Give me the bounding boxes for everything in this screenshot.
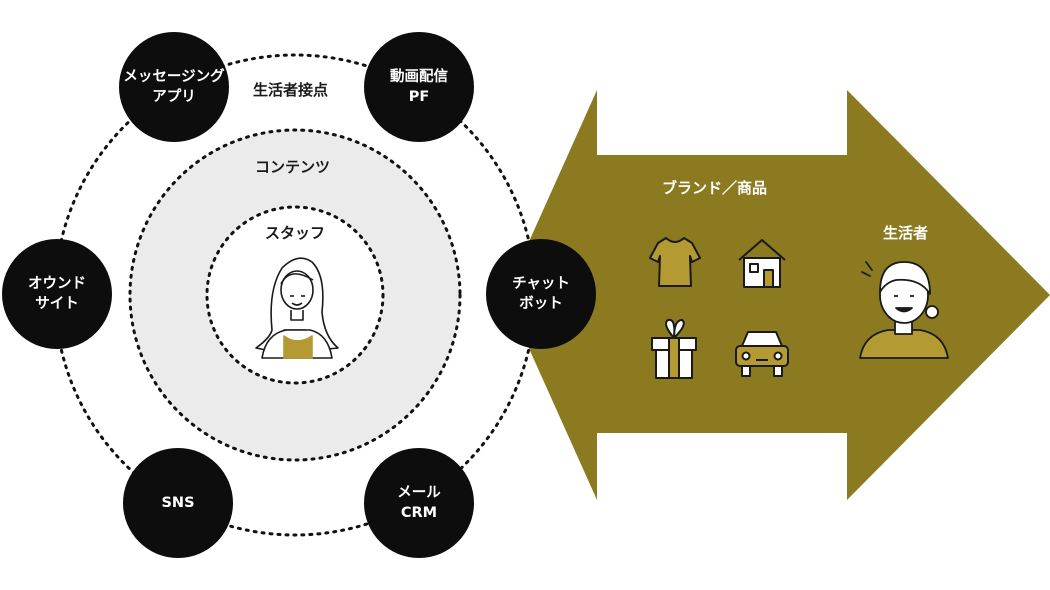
- car-icon: [735, 331, 789, 377]
- node-sns: SNS: [123, 448, 233, 558]
- node-label: SNS: [161, 494, 195, 511]
- node-label: メール: [397, 484, 441, 501]
- contents-label: コンテンツ: [255, 158, 331, 176]
- node-label: チャット: [512, 275, 570, 292]
- consumer-label: 生活者: [883, 224, 929, 242]
- node-owned-site: オウンド サイト: [2, 239, 112, 349]
- brand-arrow: [505, 90, 1050, 500]
- house-icon: [738, 239, 786, 288]
- node-video-pf: 動画配信 PF: [364, 32, 474, 142]
- node-label: PF: [408, 89, 430, 105]
- node-messaging-app: メッセージング アプリ: [119, 32, 229, 142]
- node-label: CRM: [400, 505, 438, 521]
- node-label: 動画配信: [390, 68, 448, 85]
- node-chatbot: チャット ボット: [486, 239, 596, 349]
- staff-label: スタッフ: [265, 224, 326, 242]
- staff-woman-icon: [255, 257, 339, 359]
- node-label: ボット: [519, 296, 563, 312]
- node-label: オウンド: [28, 275, 86, 292]
- node-label: アプリ: [152, 89, 196, 105]
- touchpoints-label: 生活者接点: [253, 81, 329, 99]
- node-mail-crm: メール CRM: [364, 448, 474, 558]
- node-label: サイト: [35, 296, 79, 312]
- node-label: メッセージング: [123, 68, 225, 85]
- tshirt-icon: [649, 237, 701, 287]
- gift-icon: [651, 318, 697, 379]
- consumer-woman-icon: [859, 261, 949, 359]
- brand-label: ブランド／商品: [662, 179, 768, 197]
